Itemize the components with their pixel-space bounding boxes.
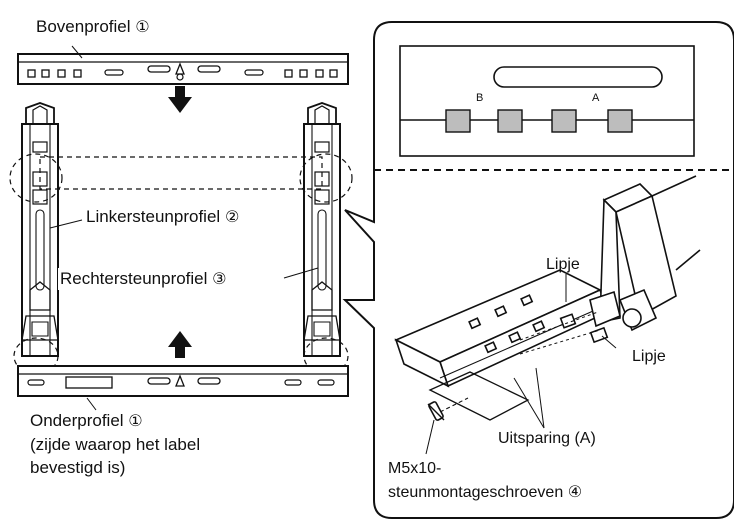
- bottom-profile-number: ①: [128, 413, 143, 430]
- bottom-profile-label: Onderprofiel ①: [30, 410, 143, 432]
- slot-detail: [399, 45, 695, 157]
- slot-a-label: A: [592, 92, 600, 104]
- screw-number: ④: [567, 484, 583, 501]
- left-profile-label: Linkersteunprofiel ②: [84, 206, 242, 228]
- top-profile-label: Bovenprofiel ①: [36, 16, 150, 38]
- right-profile-label: Rechtersteunprofiel ③: [58, 268, 229, 290]
- top-profile-number: ①: [135, 19, 150, 36]
- right-support-profile: [303, 102, 341, 357]
- left-profile-number: ②: [224, 209, 240, 226]
- bracket-engagement-detail: [394, 175, 701, 421]
- left-profile-text: Linkersteunprofiel: [86, 207, 221, 226]
- screw-text: steunmontageschroeven: [388, 484, 564, 501]
- top-profile-text: Bovenprofiel: [36, 17, 131, 36]
- bottom-note-line2: bevestigd is): [30, 458, 126, 477]
- screw-label-line1: M5x10-: [388, 460, 442, 477]
- tab-label-bottom: Lipje: [632, 348, 666, 365]
- left-support-profile: [21, 102, 59, 357]
- bottom-profile-text: Onderprofiel: [30, 411, 124, 430]
- tab-label-top: Lipje: [546, 256, 580, 273]
- top-profile: [17, 53, 349, 85]
- slot-b-label: B: [476, 92, 484, 104]
- overlap-highlight: [9, 153, 353, 375]
- screw-label-line2: steunmontageschroeven ④: [388, 482, 582, 503]
- recess-label: Uitsparing (A): [498, 430, 596, 447]
- down-arrow: [168, 86, 192, 113]
- right-profile-number: ③: [212, 271, 227, 288]
- right-profile-text: Rechtersteunprofiel: [60, 269, 208, 288]
- label-sticker: [65, 376, 113, 389]
- bottom-profile: [17, 365, 349, 397]
- bottom-note-line1: (zijde waarop het label: [30, 435, 201, 454]
- up-arrow: [168, 331, 192, 358]
